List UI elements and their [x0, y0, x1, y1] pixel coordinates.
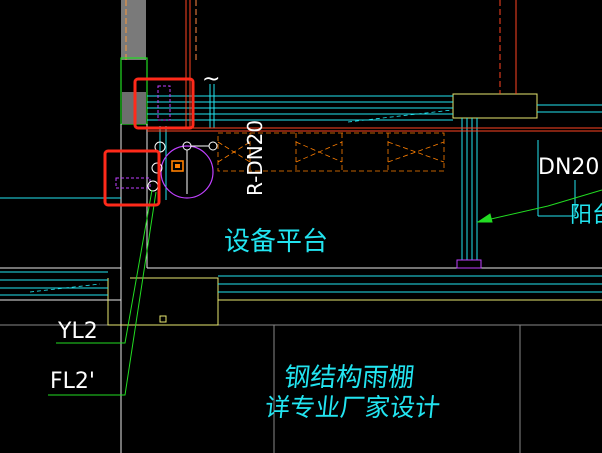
riser-circle-symbol[interactable] — [147, 141, 218, 199]
pipe-label-right: DN20 — [538, 155, 599, 180]
red-beams — [147, 0, 602, 132]
wave-symbol: ~ — [202, 67, 220, 92]
canopy-label-line2: 详专业厂家设计 — [264, 393, 442, 422]
tag-fl2: FL2' — [50, 369, 95, 394]
selection-box-upper[interactable] — [133, 77, 195, 130]
pipe-label-vertical: R-DN20 — [243, 120, 267, 196]
grey-column — [121, 0, 146, 60]
dashed-slopes — [29, 109, 453, 293]
magenta-dashed — [115, 85, 482, 269]
selection-box-lower[interactable] — [103, 149, 161, 207]
canopy-label-line1: 钢结构雨棚 — [283, 363, 416, 393]
tag-yl2: YL2 — [57, 319, 98, 344]
leader-lines — [48, 189, 602, 396]
truss — [217, 132, 445, 172]
room-label: 设备平台 — [224, 227, 328, 257]
yellow-outlines — [107, 93, 602, 326]
right-partial-label: 阳台 — [570, 203, 602, 228]
